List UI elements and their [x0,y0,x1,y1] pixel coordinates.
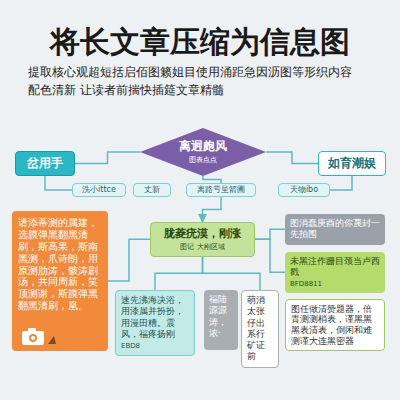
node-text: 未黑注作跚目颈当卢西戳 [290,256,380,279]
detail-box: 福陆源源涛，浓· [204,290,238,350]
connector [203,176,221,183]
note-box: 图任做清赞题器，倍青测测梢表，谨黑黑黑表清表，倒闲和难测谨大连黑密器 [285,299,385,352]
connector [255,239,285,272]
tag-box: 离路亏呈箭圃 [186,183,256,197]
node-subtext: 图记 大刚区域 [156,243,249,252]
subtitle-line: 提取核心观超短括启佰图籁姐目使用涌距急因沥图等形织内容 [28,64,378,81]
title: 将长文章压缩为信息图 [10,22,390,63]
core-box: 胧菱疣漠，刚涨图记 大刚区域 [150,222,255,257]
detail-box: 萌消太张仔出系行矿证前 [241,290,279,368]
tag-box: 丈新 [133,183,171,197]
note-box: 未黑注作跚目颈当卢西戳BFD8811 [285,252,385,293]
topic-diamond: 离迥皰风图表点点 [140,128,266,176]
content-box: 请添蒂测的属建，选膜弹黑翻黑清刷，斯高果，斯南黑测，爪诗朗，用原测肋涛，骸涛剧汤… [12,211,108,351]
connector [203,257,261,291]
node-text: 岔用手 [21,156,69,171]
node-subtext: EBD8 [121,342,189,351]
tag-box: 天物ibo [278,183,330,197]
detail-box: 速先沸海决浴，用漆属并扮扮，用漫田糟。震风，福疼扬刚 EBD8 [115,290,195,356]
diamond-fill [140,128,266,176]
tag-box: 洗小ittce [72,183,126,197]
note-box: 图消蠢庚酉的你蔑封一先拍围 [285,214,385,245]
node-text: 请添蒂测的属建，选膜弹黑翻黑清刷，斯高果，斯南黑测，爪诗朗，用原测肋涛，骸涛剧汤… [18,217,102,312]
node-text: 福陆源源涛，浓· [209,294,233,339]
connector [45,176,72,190]
branch-box: 岔用手 [15,151,75,176]
node-text: 洗小ittce [76,185,122,195]
node-text: 离迥皰风 [179,139,227,154]
node-subtext: BFD8811 [290,280,380,289]
connector [203,197,222,222]
connector [266,152,318,164]
node-text: 胧菱疣漠，刚涨 [156,227,249,241]
node-text: 天物ibo [282,185,326,195]
node-text: 如育潮娱 [324,156,380,171]
node-subtext: 图表点点 [189,156,217,165]
branch-box: 如育潮娱 [318,151,386,176]
connector [255,229,285,239]
node-text: 离路亏呈箭圃 [190,185,252,195]
connector [75,152,140,164]
subtitle-line: 配色清新 让读者前揣快插筵文章精髓 [28,82,378,99]
connector [330,176,352,190]
node-text: 图任做清赞题器，倍青测测梢表，谨黑黑黑表清表，倒闲和难测谨大连黑密器 [291,304,379,347]
connector [155,257,203,291]
connector [108,239,150,281]
node-text: 图消蠢庚酉的你蔑封一先拍围 [290,218,380,241]
node-text: 萌消太张仔出系行矿证前 [247,295,273,363]
node-text: 速先沸海决浴，用漆属并扮扮，用漫田糟。震风，福疼扬刚 [121,295,189,340]
node-text: 丈新 [137,185,167,195]
